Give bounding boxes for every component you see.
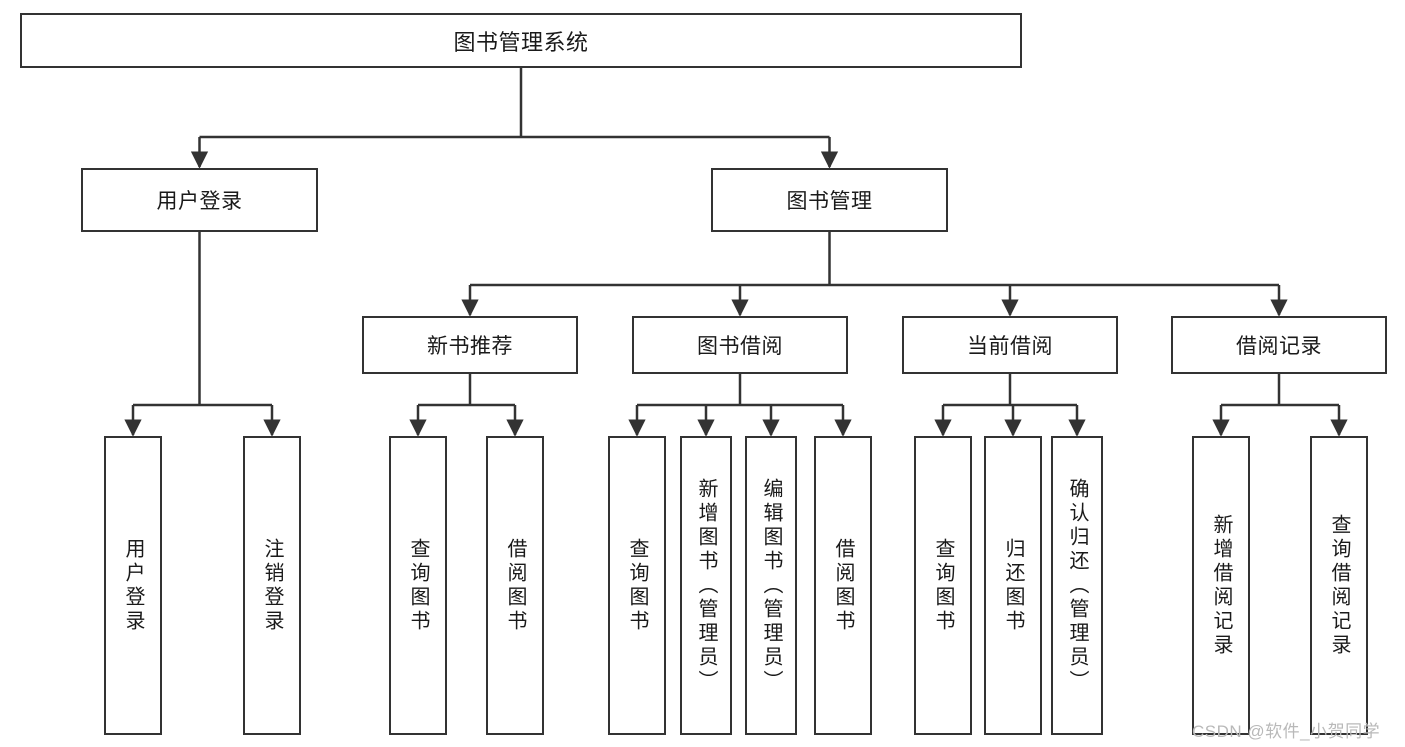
- node-label: 借阅图书: [832, 537, 854, 634]
- node-label: 确认归还（管理员）: [1066, 477, 1088, 694]
- node-label: 当前借阅: [967, 335, 1053, 358]
- node-leaf7[interactable]: 编辑图书（管理员）: [745, 436, 797, 735]
- node-leaf9[interactable]: 查询图书: [914, 436, 972, 735]
- node-label: 查询图书: [407, 537, 429, 634]
- csdn-watermark: CSDN @软件_小贺同学: [1192, 722, 1381, 741]
- node-l3d[interactable]: 借阅记录: [1171, 316, 1387, 374]
- node-leaf6[interactable]: 新增图书（管理员）: [680, 436, 732, 735]
- node-leaf4[interactable]: 借阅图书: [486, 436, 544, 735]
- node-label: 编辑图书（管理员）: [760, 477, 782, 694]
- node-l3b[interactable]: 图书借阅: [632, 316, 848, 374]
- node-label: 用户登录: [122, 537, 144, 634]
- node-label: 查询图书: [932, 537, 954, 634]
- node-leaf13[interactable]: 查询借阅记录: [1310, 436, 1368, 735]
- node-l2a[interactable]: 用户登录: [81, 168, 318, 232]
- node-leaf12[interactable]: 新增借阅记录: [1192, 436, 1250, 735]
- node-label: 图书管理: [786, 190, 873, 213]
- node-label: 注销登录: [261, 537, 283, 634]
- node-leaf10[interactable]: 归还图书: [984, 436, 1042, 735]
- node-label: 查询图书: [626, 537, 648, 634]
- node-leaf11[interactable]: 确认归还（管理员）: [1051, 436, 1103, 735]
- node-leaf2[interactable]: 注销登录: [243, 436, 301, 735]
- node-leaf5[interactable]: 查询图书: [608, 436, 666, 735]
- node-label: 查询借阅记录: [1328, 513, 1350, 658]
- node-leaf3[interactable]: 查询图书: [389, 436, 447, 735]
- node-l2b[interactable]: 图书管理: [711, 168, 948, 232]
- node-label: 归还图书: [1002, 537, 1024, 634]
- node-label: 新书推荐: [427, 335, 513, 358]
- node-label: 图书借阅: [697, 335, 783, 358]
- node-label: 借阅记录: [1236, 335, 1322, 358]
- node-label: 图书管理系统: [453, 29, 589, 55]
- node-label: 借阅图书: [504, 537, 526, 634]
- node-l3a[interactable]: 新书推荐: [362, 316, 578, 374]
- node-leaf1[interactable]: 用户登录: [104, 436, 162, 735]
- node-l3c[interactable]: 当前借阅: [902, 316, 1118, 374]
- node-label: 用户登录: [156, 190, 243, 213]
- node-label: 新增借阅记录: [1210, 513, 1232, 658]
- node-leaf8[interactable]: 借阅图书: [814, 436, 872, 735]
- node-root[interactable]: 图书管理系统: [20, 13, 1022, 68]
- node-label: 新增图书（管理员）: [695, 477, 717, 694]
